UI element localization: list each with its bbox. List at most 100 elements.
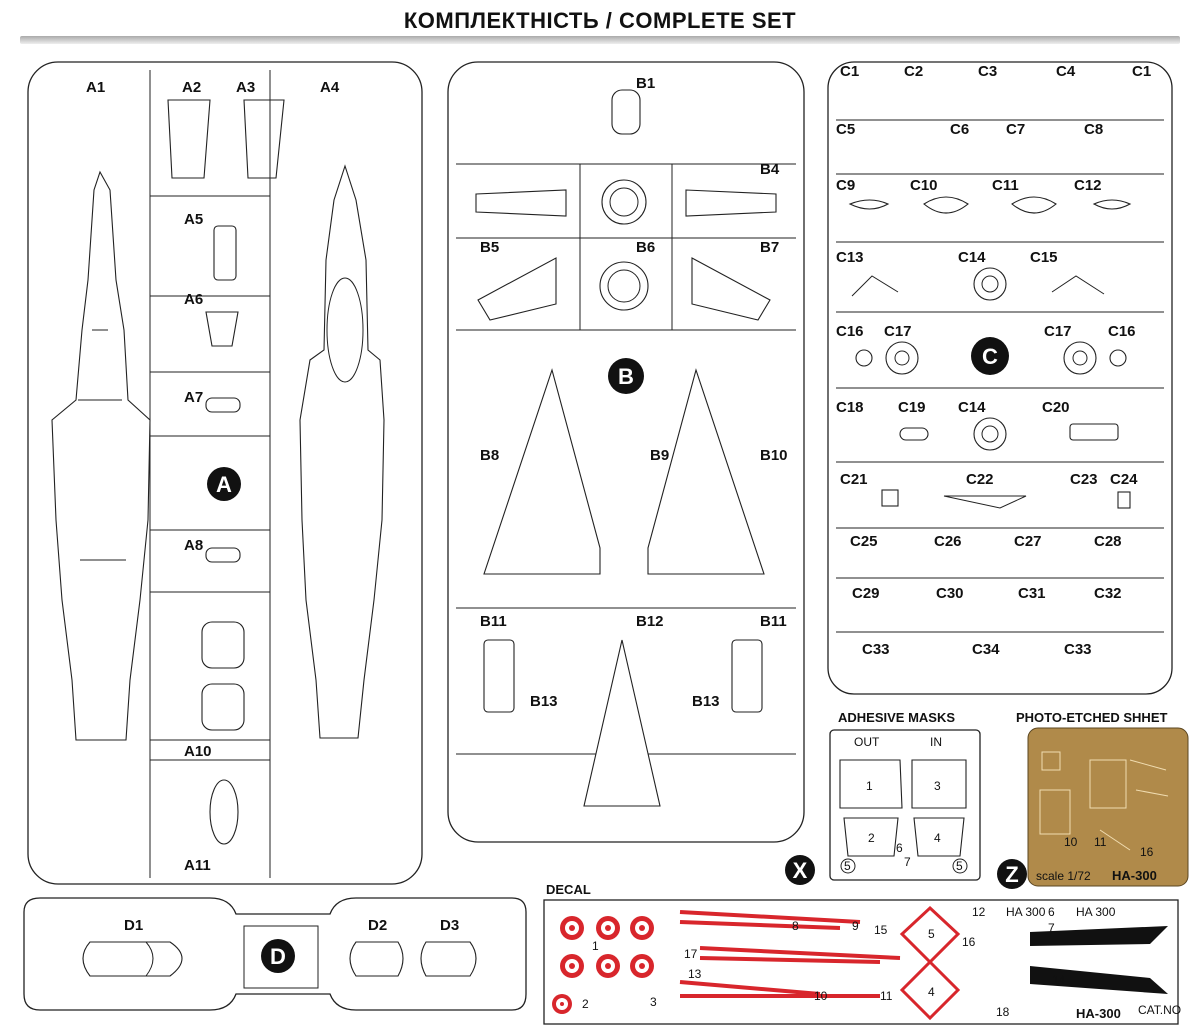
decal-num-17: 17 — [684, 947, 698, 961]
label-c22: C22 — [966, 471, 994, 488]
part-c20 — [1069, 423, 1119, 441]
label-c28: C28 — [1094, 533, 1122, 550]
label-b1: B1 — [636, 75, 655, 92]
decal-num-15: 15 — [874, 923, 888, 937]
label-c15: C15 — [1030, 249, 1058, 266]
decal-num-13: 13 — [688, 967, 702, 981]
label-c5: C5 — [836, 121, 855, 138]
part-c16-left — [855, 349, 873, 367]
label-c4: C4 — [1056, 63, 1076, 80]
decal-heading: DECAL — [546, 882, 591, 897]
mask-num-2: 2 — [868, 831, 875, 845]
label-c23: C23 — [1070, 471, 1098, 488]
sprue-c-letter: C — [982, 344, 998, 369]
adhesive-masks: ADHESIVE MASKS OUT IN 1 3 2 4 5 5 6 7 X — [785, 710, 981, 885]
page-title: КОМПЛЕКТНІСТЬ / COMPLETE SET — [403, 8, 797, 33]
part-b6 — [599, 261, 649, 311]
decal-num-5: 5 — [928, 927, 935, 941]
decal-num-3: 3 — [650, 995, 657, 1009]
photo-etch-num-10: 10 — [1064, 835, 1078, 849]
label-b10: B10 — [760, 447, 788, 464]
part-b9 — [647, 368, 765, 575]
label-c17-right: C17 — [1044, 323, 1072, 340]
part-a1 — [51, 170, 151, 741]
masks-heading: ADHESIVE MASKS — [838, 710, 955, 725]
decal-num-12: 12 — [972, 905, 986, 919]
photo-etch-scale: scale 1/72 — [1036, 869, 1091, 883]
label-a8: A8 — [184, 537, 203, 554]
part-c21 — [881, 489, 899, 507]
label-c1-right: C1 — [1132, 63, 1151, 80]
mask-num-3: 3 — [934, 779, 941, 793]
label-c30: C30 — [936, 585, 964, 602]
label-c17-left: C17 — [884, 323, 912, 340]
sprue-c: C C1 C2 C3 C4 C1 C5 C6 C7 C8 C9 C10 C11 … — [827, 61, 1173, 695]
label-b13-right: B13 — [692, 693, 720, 710]
sprue-a-letter: A — [216, 472, 232, 497]
label-a4: A4 — [320, 79, 340, 96]
decal-blade-lower — [1030, 966, 1168, 994]
part-b4 — [685, 189, 777, 217]
label-c14-bottom: C14 — [958, 399, 986, 416]
mask-3 — [911, 759, 967, 809]
label-b8: B8 — [480, 447, 499, 464]
part-c17-right — [1063, 341, 1097, 375]
label-b6: B6 — [636, 239, 655, 256]
label-c1-left: C1 — [840, 63, 859, 80]
label-d2: D2 — [368, 917, 387, 934]
label-c7: C7 — [1006, 121, 1025, 138]
photo-etch-sheet — [1027, 727, 1189, 887]
label-c12: C12 — [1074, 177, 1102, 194]
label-a11: A11 — [184, 857, 211, 874]
decal-stencil-2: HA 300 — [1076, 905, 1116, 919]
part-b11-right — [731, 639, 763, 713]
masks-in-label: IN — [930, 735, 942, 749]
label-b12: B12 — [636, 613, 664, 630]
photo-etch-model: HA-300 — [1112, 868, 1157, 883]
decal-num-11: 11 — [880, 989, 893, 1003]
label-a6: A6 — [184, 291, 203, 308]
label-c31: C31 — [1018, 585, 1046, 602]
label-c8: C8 — [1084, 121, 1103, 138]
decal-cat-no: CAT.NO — [1138, 1003, 1181, 1017]
label-b13-left: B13 — [530, 693, 558, 710]
sprue-d-badge — [261, 939, 295, 973]
part-c12 — [1092, 199, 1132, 210]
part-a3 — [243, 99, 285, 179]
decal-sheet: DECAL HA 300 HA 300 HA-300 CAT.NO 1 2 — [543, 882, 1181, 1025]
decal-num-9: 9 — [852, 919, 859, 933]
mask-num-1: 1 — [866, 779, 873, 793]
label-b11-left: B11 — [480, 613, 507, 630]
label-c14-top: C14 — [958, 249, 986, 266]
photo-etch-num-11: 11 — [1094, 835, 1107, 849]
label-c26: C26 — [934, 533, 962, 550]
sprue-a-frame — [27, 61, 423, 885]
part-b8 — [483, 368, 601, 575]
part-c14-bottom — [973, 417, 1007, 451]
decal-num-7: 7 — [1048, 921, 1055, 935]
decal-num-1: 1 — [592, 939, 599, 953]
decal-num-2: 2 — [582, 997, 589, 1011]
decal-num-14: 14 — [1052, 973, 1066, 987]
sprue-c-badge — [971, 337, 1009, 375]
decal-stencil-3: HA-300 — [1076, 1006, 1121, 1021]
part-c14-top — [973, 267, 1007, 301]
label-c33-left: C33 — [862, 641, 890, 658]
sprue-d-frame — [23, 897, 527, 1011]
label-c6: C6 — [950, 121, 969, 138]
label-c9: C9 — [836, 177, 855, 194]
label-c11: C11 — [992, 177, 1019, 194]
part-a10 — [201, 683, 245, 731]
label-a3: A3 — [236, 79, 255, 96]
mask-num-7: 7 — [904, 855, 911, 869]
label-c29: C29 — [852, 585, 880, 602]
part-c17-left — [885, 341, 919, 375]
part-a11 — [209, 779, 239, 845]
label-c3: C3 — [978, 63, 997, 80]
part-d2 — [349, 941, 404, 977]
label-a5: A5 — [184, 211, 203, 228]
masks-out-label: OUT — [854, 735, 880, 749]
part-c9 — [848, 199, 890, 210]
decal-num-10: 10 — [814, 989, 828, 1003]
sprue-d-letter: D — [270, 944, 286, 969]
